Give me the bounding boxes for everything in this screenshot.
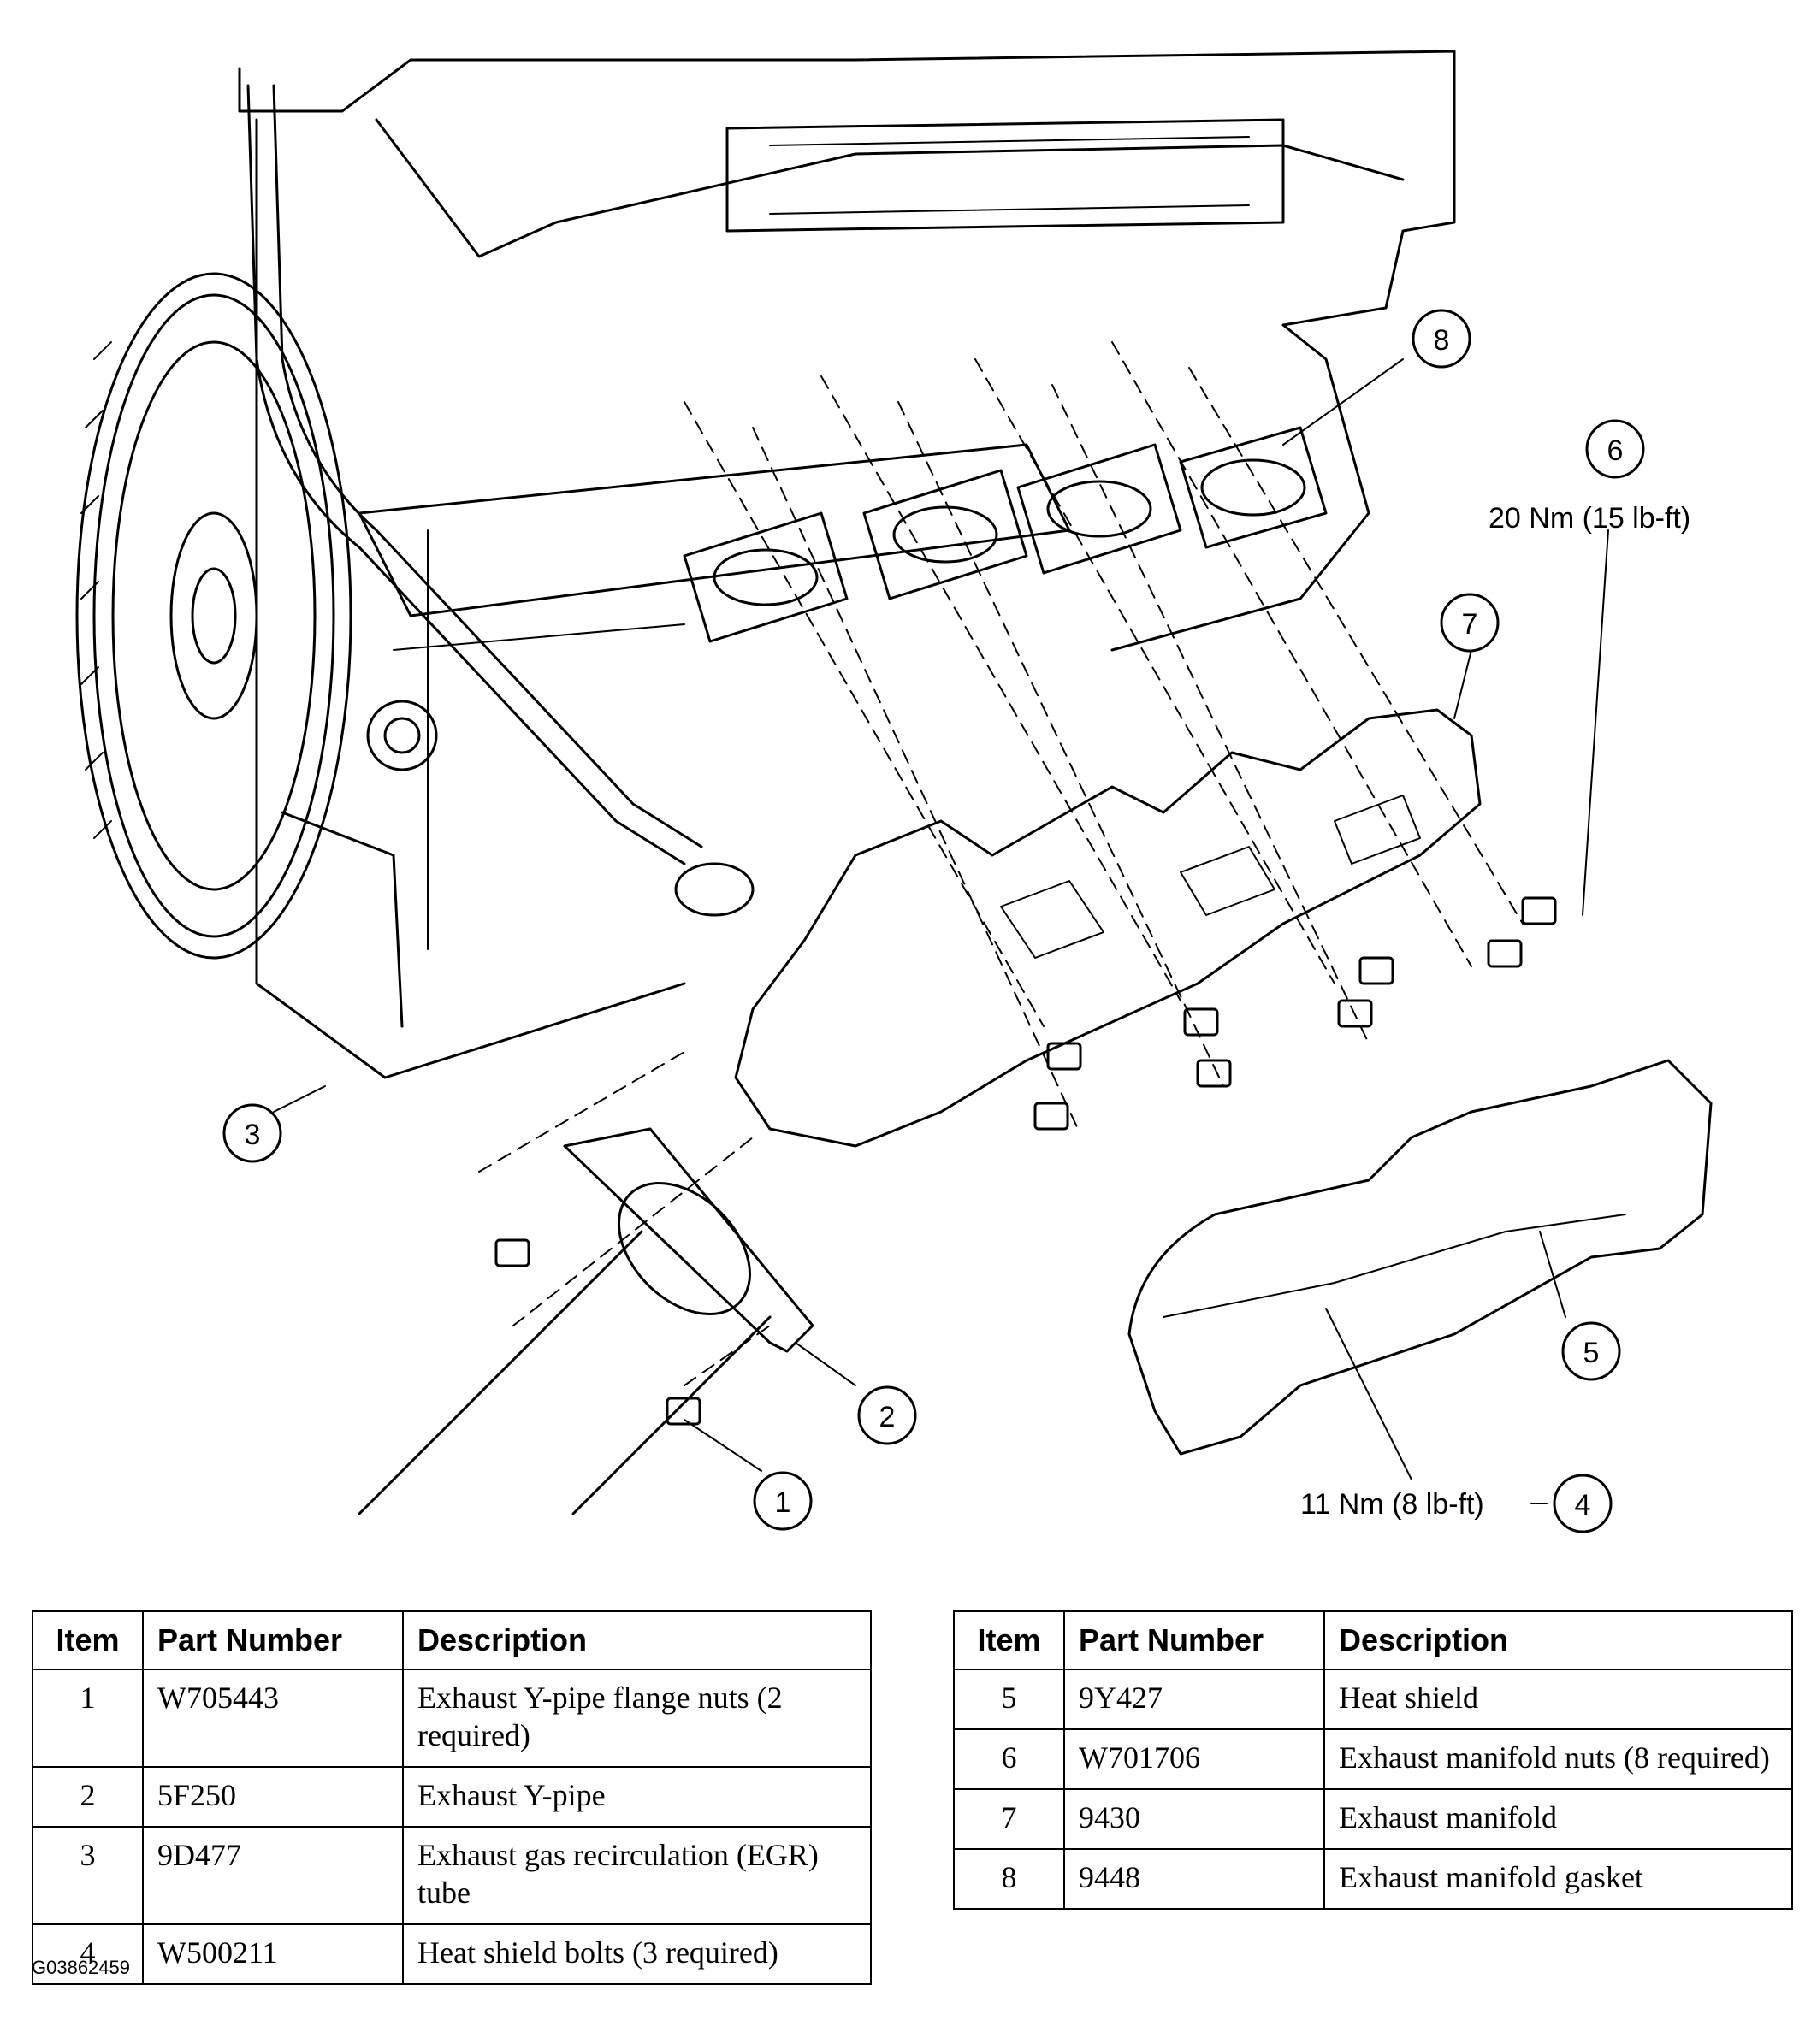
header-description: Description: [1323, 1610, 1793, 1670]
table-row: 4 W500211 Heat shield bolts (3 required): [32, 1923, 872, 1985]
header-part-number: Part Number: [142, 1610, 404, 1670]
flywheel: [75, 272, 352, 960]
header-item: Item: [953, 1610, 1065, 1670]
exhaust-manifold: [734, 708, 1482, 1148]
cell-part-number: 5F250: [142, 1766, 404, 1828]
cell-item: 7: [953, 1788, 1065, 1850]
parts-table-right: Item Part Number Description 5 9Y427 Hea…: [953, 1610, 1793, 1910]
callout-3: 3: [222, 1103, 282, 1163]
header-part-number: Part Number: [1063, 1610, 1325, 1670]
cell-description: Heat shield: [1323, 1669, 1793, 1730]
cell-description: Exhaust manifold nuts (8 required): [1323, 1728, 1793, 1790]
svg-text:7: 7: [1462, 608, 1478, 641]
manifold-gaskets: [683, 426, 1328, 643]
cell-part-number: 9Y427: [1063, 1669, 1325, 1730]
heat-shield: [1127, 1059, 1713, 1456]
svg-text:6: 6: [1607, 434, 1624, 467]
table-row: 7 9430 Exhaust manifold: [953, 1788, 1793, 1850]
cell-item: 2: [32, 1766, 144, 1828]
table-row: 3 9D477 Exhaust gas recirculation (EGR) …: [32, 1826, 872, 1925]
cell-item: 6: [953, 1728, 1065, 1790]
engine-block: [238, 50, 1456, 1079]
cell-item: 8: [953, 1848, 1065, 1910]
cell-description: Exhaust manifold gasket: [1323, 1848, 1793, 1910]
flange-nuts: [494, 1238, 701, 1426]
table-row: 5 9Y427 Heat shield: [953, 1669, 1793, 1730]
callout-8: 8: [1412, 309, 1471, 369]
cell-description: Heat shield bolts (3 required): [402, 1923, 872, 1985]
cell-description: Exhaust gas recirculation (EGR) tube: [402, 1826, 872, 1925]
parts-table-left: Item Part Number Description 1 W705443 E…: [32, 1610, 872, 1985]
svg-text:8: 8: [1434, 324, 1450, 357]
svg-text:3: 3: [245, 1119, 261, 1151]
cell-part-number: W701706: [1063, 1728, 1325, 1790]
header-description: Description: [402, 1610, 872, 1670]
callout-4: 4: [1553, 1474, 1613, 1533]
cell-part-number: W500211: [142, 1923, 404, 1985]
cell-part-number: 9430: [1063, 1788, 1325, 1850]
cell-description: Exhaust manifold: [1323, 1788, 1793, 1850]
torque-label-nuts: 20 Nm (15 lb-ft): [1489, 502, 1690, 535]
svg-text:2: 2: [879, 1401, 896, 1433]
cell-item: 4: [32, 1923, 144, 1985]
torque-label-heat-shield-bolts: 11 Nm (8 lb-ft): [1300, 1488, 1484, 1521]
leader-lines: [273, 358, 1609, 1504]
cell-part-number: 9D477: [142, 1826, 404, 1925]
cell-item: 1: [32, 1669, 144, 1768]
table-header-row: Item Part Number Description: [32, 1610, 872, 1670]
exploded-view-diagram: 1 2 3 4 5 6 7 8 20 Nm (15 lb-ft) 11 Nm (…: [75, 50, 1713, 1533]
header-item: Item: [32, 1610, 144, 1670]
callout-1: 1: [753, 1471, 813, 1531]
cell-item: 3: [32, 1826, 144, 1925]
callout-5: 5: [1561, 1321, 1621, 1381]
callout-6: 6: [1585, 419, 1645, 479]
table-header-row: Item Part Number Description: [953, 1610, 1793, 1670]
callout-2: 2: [857, 1385, 917, 1445]
svg-text:5: 5: [1583, 1337, 1600, 1369]
y-pipe: [358, 1127, 814, 1515]
figure-id: G03862459: [32, 1957, 130, 1978]
table-row: 6 W701706 Exhaust manifold nuts (8 requi…: [953, 1728, 1793, 1790]
fastener-guide-lines: [478, 341, 1524, 1386]
table-row: 8 9448 Exhaust manifold gasket: [953, 1848, 1793, 1910]
cell-description: Exhaust Y-pipe flange nuts (2 required): [402, 1669, 872, 1768]
callout-7: 7: [1440, 593, 1500, 653]
egr-tube: [246, 84, 755, 917]
cell-part-number: W705443: [142, 1669, 404, 1768]
table-row: 2 5F250 Exhaust Y-pipe: [32, 1766, 872, 1828]
table-row: 1 W705443 Exhaust Y-pipe flange nuts (2 …: [32, 1669, 872, 1768]
svg-text:4: 4: [1575, 1489, 1591, 1521]
cell-description: Exhaust Y-pipe: [402, 1766, 872, 1828]
manifold-nuts: [1033, 896, 1557, 1131]
cell-item: 5: [953, 1669, 1065, 1730]
svg-text:1: 1: [775, 1486, 791, 1519]
cell-part-number: 9448: [1063, 1848, 1325, 1910]
